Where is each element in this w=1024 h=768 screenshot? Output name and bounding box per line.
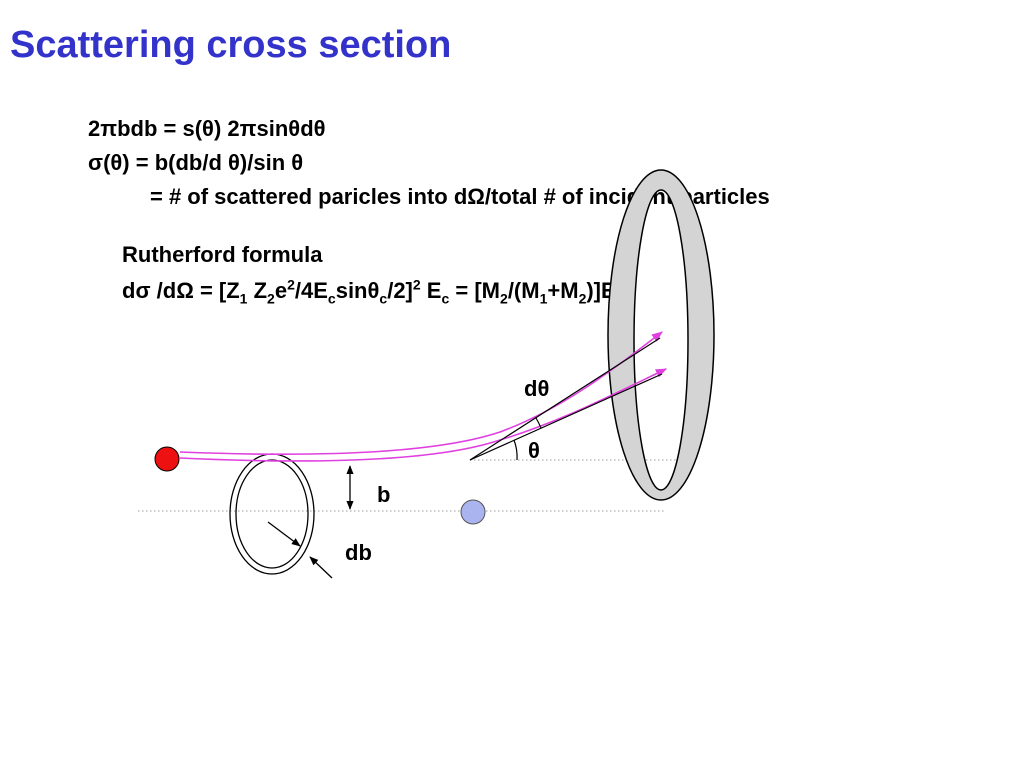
equation-definition: = # of scattered paricles into dΩ/total …	[150, 184, 770, 209]
detector-ring	[607, 169, 715, 501]
dtheta-label: dθ	[524, 376, 550, 401]
db-label: db	[345, 540, 372, 565]
trajectory-upper	[179, 331, 663, 456]
page-title: Scattering cross section	[10, 24, 452, 66]
asymptote-line-lower	[469, 373, 663, 461]
equation-cross-section: σ(θ) = b(db/d θ)/sin θ	[88, 150, 304, 175]
b-label: b	[377, 482, 391, 507]
incident-particle	[154, 446, 180, 472]
db-arrow-inner	[267, 521, 301, 547]
rutherford-formula: dσ /dΩ = [Z1 Z2e2/4Ecsinθc/2]2 Ec = [M2/…	[122, 276, 624, 307]
theta-arc	[513, 439, 518, 461]
impact-ring-outer	[229, 453, 315, 575]
dtheta-arc	[535, 417, 542, 429]
db-arrow-outer	[309, 556, 333, 579]
equation-flux: 2πbdb = s(θ) 2πsinθdθ	[88, 116, 326, 141]
target-nucleus	[460, 499, 486, 525]
impact-ring-inner	[235, 459, 309, 569]
asymptote-line-upper	[469, 337, 661, 461]
rutherford-heading: Rutherford formula	[122, 242, 323, 267]
trajectory-lower	[179, 368, 668, 462]
theta-label: θ	[528, 438, 540, 463]
